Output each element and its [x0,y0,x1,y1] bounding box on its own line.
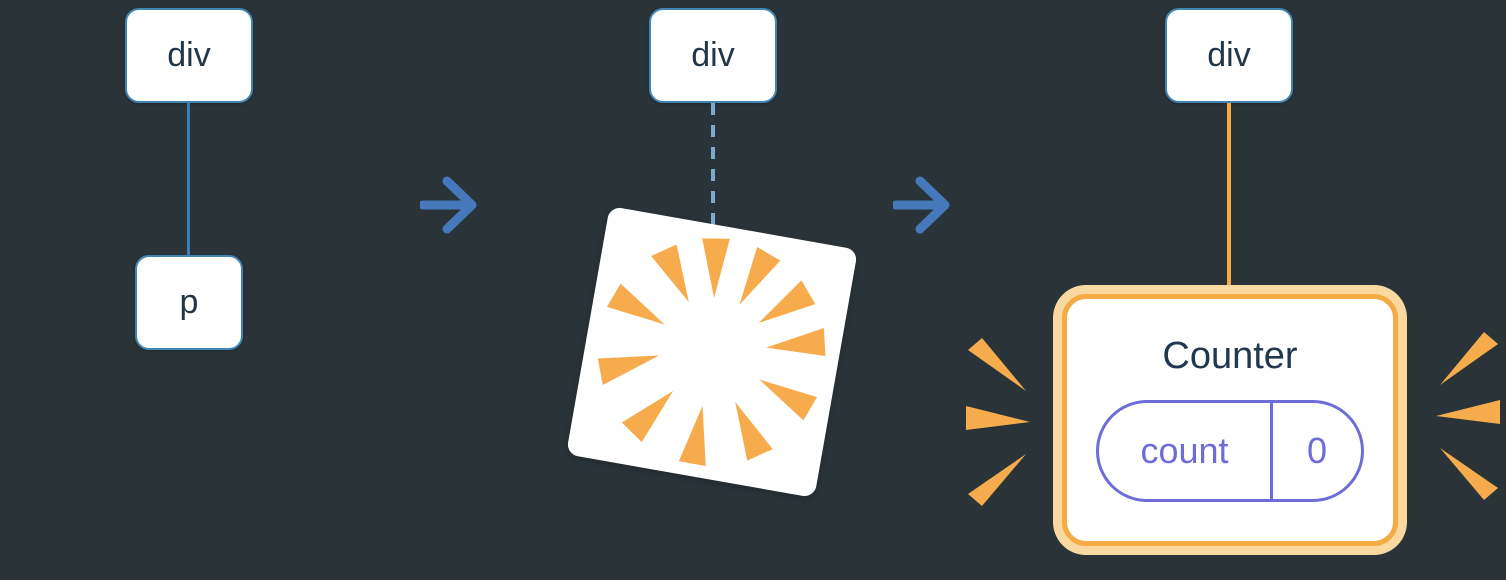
state-key: count [1099,403,1273,499]
arrow-right-icon [893,176,950,234]
dom-node-div-after: div [1165,8,1293,103]
state-pill: count 0 [1096,400,1364,502]
sparks-icon [1436,332,1500,500]
parent-child-edge [187,103,190,255]
dom-node-label: div [1207,36,1251,74]
dom-node-div-before: div [125,8,253,103]
arrow-right-icon [420,176,477,234]
poof-burst-icon [597,238,826,467]
sparks-icon [966,338,1030,506]
new-component-edge [1227,103,1231,295]
component-name: Counter [1162,335,1298,377]
removed-edge-dashed [711,103,715,228]
poof-icon [566,206,858,498]
dom-node-label: div [167,36,211,74]
dom-node-label: p [179,283,199,321]
dom-node-div-during: div [649,8,777,103]
counter-component-card: Counter count 0 [1062,294,1398,546]
state-value: 0 [1306,430,1328,471]
dom-node-label: div [691,36,735,74]
dom-node-p: p [135,255,243,350]
